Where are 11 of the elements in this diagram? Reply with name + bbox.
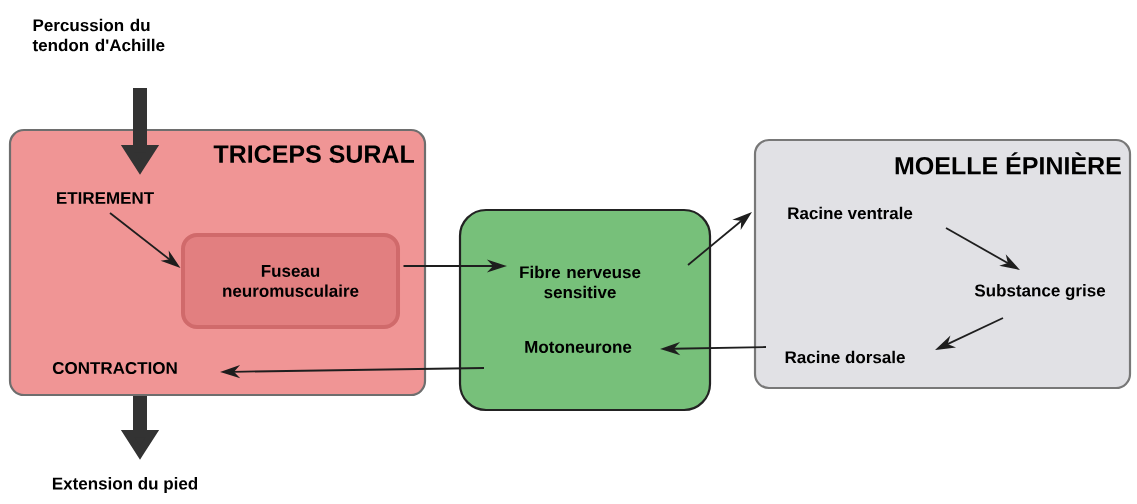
structure-label: Racine ventrale xyxy=(788,206,913,220)
spindle-box: Fuseau neuromusculaire xyxy=(181,233,400,329)
step-text: ETIREMENT xyxy=(57,192,154,204)
structure-label: Substance grise xyxy=(974,284,1106,300)
nerve-label: Fibre nerveuse sensitive xyxy=(520,265,641,299)
nerve-label: Motoneurone xyxy=(525,341,632,353)
step-text: CONTRACTION xyxy=(52,362,177,375)
stimulus-text: Percussion du tendon d'Achille xyxy=(32,18,165,52)
structure-label: Racine dorsale xyxy=(785,350,905,364)
result-text: Extension du pied xyxy=(52,477,198,493)
nerve-box xyxy=(458,208,712,412)
